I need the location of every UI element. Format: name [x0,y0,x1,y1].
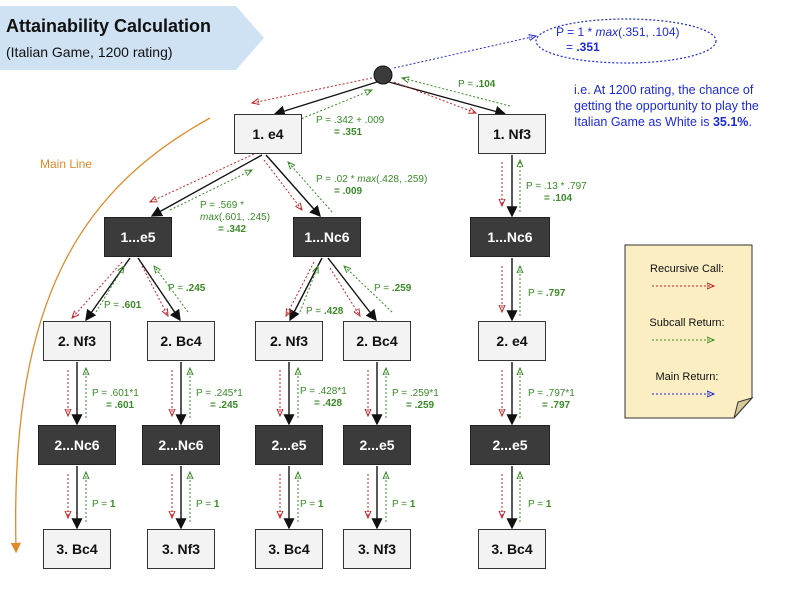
node-3-bc4-b: 3. Bc4 [255,529,323,569]
tree-edges [71,81,518,530]
label-p-259-mult: P = .259*1= .259 [392,388,439,411]
label-p-nc6: P = .02 * max(.428, .259)= .009 [316,174,428,197]
label-p-one-d: P = 1 [392,499,416,510]
label-p-nf3-top: P = .104 [458,79,496,90]
node-1-e4: 1. e4 [234,114,302,154]
root-formula-value: .351 [576,40,600,54]
label-p-245: P = .245 [168,283,206,294]
node-1-e5: 1...e5 [104,217,172,257]
node-3-nf3-a: 3. Nf3 [147,529,215,569]
label-p-428: P = .428 [306,306,344,317]
label-p-797-mult: P = .797*1= .797 [528,388,575,411]
label-p-one-e: P = 1 [528,499,552,510]
node-2-bc4-b: 2. Bc4 [343,321,411,361]
legend-note-fold [733,397,754,419]
root-formula-prefix: P = 1 * [556,25,596,39]
root-formula: P = 1 * max(.351, .104) = .351 [556,25,680,55]
node-1-nc6-b: 1...Nc6 [470,217,550,257]
root-formula-func: max [595,25,619,39]
main-line-curve [10,117,211,554]
label-p-797: P = .797 [528,288,566,299]
subcall-return-arrows [86,78,520,522]
node-3-bc4-c: 3. Bc4 [478,529,546,569]
node-2-nf3-b: 2. Nf3 [255,321,323,361]
node-1-nf3: 1. Nf3 [478,114,546,154]
label-p-601-mult: P = .601*1= .601 [92,388,139,411]
label-p-e5: P = .569 *max(.601, .245)= .342 [200,200,271,235]
label-p-601: P = .601 [104,300,142,311]
node-3-bc4-a: 3. Bc4 [43,529,111,569]
page-title: Attainability Calculation [6,16,212,36]
label-p-one-c: P = 1 [300,499,324,510]
root-formula-args: (.351, .104) [618,25,680,39]
node-2-nc6-a: 2...Nc6 [38,425,116,465]
label-p-one-a: P = 1 [92,499,116,510]
label-p-259: P = .259 [374,283,412,294]
root-formula-eq: = [566,40,577,54]
node-2-e5-c: 2...e5 [470,425,550,465]
title-banner-shape [0,6,264,70]
node-2-e5-a: 2...e5 [255,425,323,465]
explanation-body: i.e. At 1200 rating, the chance of getti… [574,83,759,129]
page-subtitle: (Italian Game, 1200 rating) [6,44,173,60]
node-2-bc4-a: 2. Bc4 [147,321,215,361]
explanation-suffix: . [748,115,752,129]
main-line-label: Main Line [40,157,93,171]
explanation-text: i.e. At 1200 rating, the chance of getti… [574,82,784,130]
node-2-e5-b: 2...e5 [343,425,411,465]
recursive-call-arrows [68,77,502,518]
main-return-arrow [393,36,536,69]
label-p-one-b: P = 1 [196,499,220,510]
root-node [373,65,393,85]
node-1-nc6: 1...Nc6 [293,217,361,257]
legend-recursive-label: Recursive Call: [650,263,724,275]
label-p-245-mult: P = .245*1= .245 [196,388,243,411]
label-p-nf3: P = .13 * .797= .104 [526,181,587,204]
node-3-nf3-b: 3. Nf3 [343,529,411,569]
label-p-428-mult: P = .428*1= .428 [300,386,347,409]
node-2-e4: 2. e4 [478,321,546,361]
node-2-nc6-b: 2...Nc6 [142,425,220,465]
legend-subcall-label: Subcall Return: [649,317,725,329]
node-2-nf3-a: 2. Nf3 [43,321,111,361]
label-p-e4: P = .342 + .009= .351 [316,115,385,138]
explanation-highlight: 35.1% [712,115,749,129]
legend-main-label: Main Return: [655,371,719,383]
